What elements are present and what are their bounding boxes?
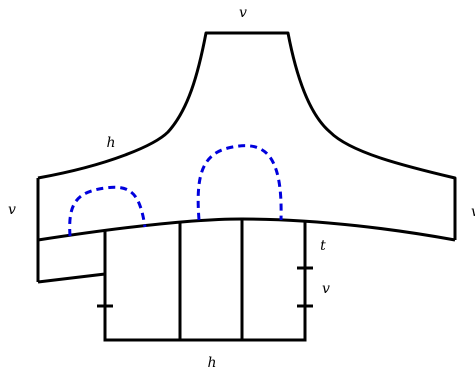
- label-right: v: [471, 204, 475, 220]
- lower-rectangle: [103, 222, 307, 342]
- dashed-arc-right: [196, 144, 283, 221]
- upper-surface-outline: [37, 31, 457, 240]
- dashed-arc-left: [68, 185, 147, 237]
- label-bottom: h: [207, 355, 216, 370]
- label-right-upper: t: [320, 238, 326, 254]
- label-top: v: [239, 5, 247, 21]
- lower-left-segment: [37, 272, 106, 284]
- label-left: v: [8, 202, 16, 218]
- middle-arc: [37, 217, 456, 242]
- label-right-lower: v: [322, 281, 330, 297]
- label-upper-left: h: [106, 135, 115, 151]
